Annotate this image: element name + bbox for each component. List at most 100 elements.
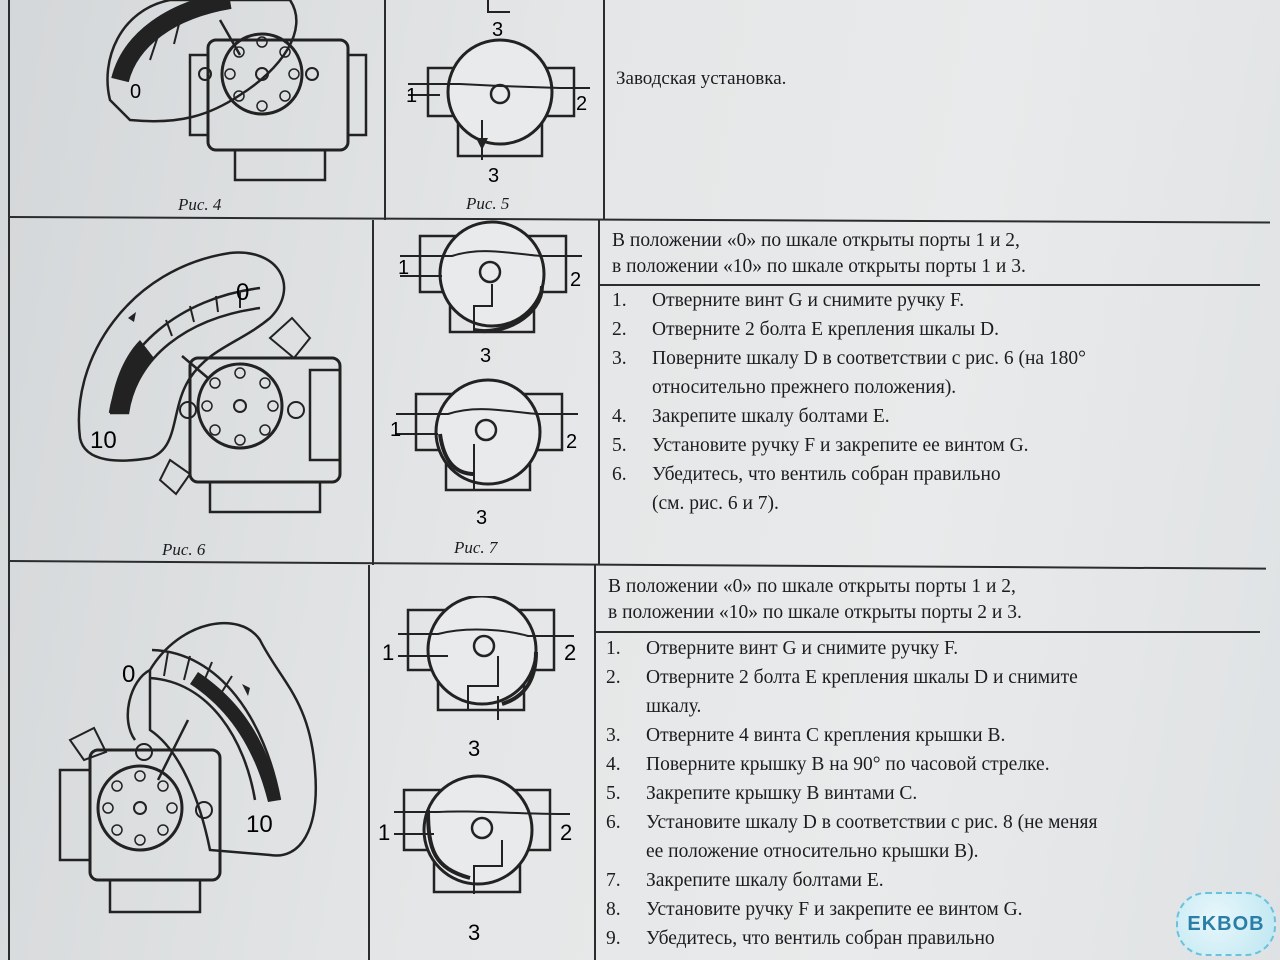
- figure-6-scale-dial: 0 10: [70, 248, 370, 538]
- step-item: 4. Закрепите шкалу болтами E.: [606, 402, 1086, 431]
- step-text: шкалу.: [646, 696, 702, 717]
- step-item: 9. Убедитесь, что вентиль собран правильн…: [600, 924, 1097, 953]
- svg-text:3: 3: [468, 920, 480, 945]
- step-text: ее положение относительно крышки B).: [646, 841, 979, 862]
- section2-header-line1: В положении «0» по шкале открыты порты 1…: [612, 230, 1020, 251]
- step-item: 4. Поверните крышку B на 90° по часовой с…: [600, 750, 1097, 779]
- step-item: 5.Закрепите крышку B винтами C.: [600, 779, 1097, 808]
- step-text: Убедитесь, что вентиль собран правильно: [646, 928, 995, 949]
- step-item: 6. Убедитесь, что вентиль собран правильн…: [606, 460, 1086, 489]
- step-text: Закрепите крышку B винтами C.: [646, 783, 918, 804]
- step-text: Установите ручку F и закрепите ее винтом…: [646, 899, 1023, 920]
- step-item: относительно прежнего положения).: [606, 373, 1086, 402]
- step-number: 4.: [612, 406, 627, 427]
- step-item: 2. Отверните 2 болта E крепления шкалы D.: [606, 315, 1086, 344]
- figure-8-port-diagram-bottom: 1 2 3: [374, 770, 584, 950]
- section3-header-line2: в положении «10» по шкале открыты порты …: [608, 602, 1022, 623]
- step-item: 6.Установите шкалу D в соответствии с ри…: [600, 808, 1097, 837]
- step-number: 4.: [606, 754, 621, 775]
- step-item: 7. Закрепите шкалу болтами E.: [600, 866, 1097, 895]
- figure-8-scale-dial: 0 10: [40, 600, 360, 940]
- figure-7-port-diagram-top: 1 2 3: [392, 216, 592, 376]
- step-text: Закрепите шкалу болтами E.: [646, 870, 884, 891]
- figure-4-scale-dial: 0: [90, 0, 370, 190]
- figure-7-port-diagram-bottom: 1 2 3: [388, 374, 588, 534]
- svg-text:2: 2: [576, 93, 587, 115]
- svg-text:1: 1: [390, 419, 401, 441]
- step-number: 9.: [606, 928, 621, 949]
- svg-text:2: 2: [570, 269, 581, 291]
- watermark-logo: EKBOB: [1176, 892, 1276, 956]
- section2-header: В положении «0» по шкале открыты порты 1…: [612, 228, 1026, 280]
- figure-7-caption: Рис. 7: [454, 538, 498, 557]
- step-number: 1.: [606, 638, 621, 659]
- column-divider-left: [8, 0, 10, 960]
- factory-setting-note: Заводская установка.: [616, 68, 787, 89]
- step-item: 1. Отверните винт G и снимите ручку F.: [600, 634, 1097, 663]
- svg-text:3: 3: [492, 19, 503, 41]
- column-divider-right: [603, 0, 605, 220]
- step-item: 2. Отверните 2 болта E крепления шкалы D …: [600, 663, 1097, 692]
- step-text: Установите ручку F и закрепите ее винтом…: [652, 435, 1029, 456]
- step-number: 3.: [606, 725, 621, 746]
- step-item: 5. Установите ручку F и закрепите ее винт…: [606, 431, 1086, 460]
- step-item: 3. Отверните 4 винта C крепления крышки B…: [600, 721, 1097, 750]
- scale-zero-label: 0: [130, 81, 141, 103]
- svg-text:2: 2: [566, 431, 577, 453]
- scale-ten-label: 10: [246, 811, 273, 838]
- svg-text:3: 3: [468, 736, 480, 761]
- header-divider: [600, 284, 1260, 286]
- svg-text:1: 1: [406, 85, 417, 107]
- row-divider: [7, 216, 1270, 224]
- scale-zero-label: 0: [236, 279, 249, 306]
- step-text: Отверните 2 болта E крепления шкалы D.: [652, 319, 999, 340]
- figure-5-port-diagram: 3 1 2 3: [400, 0, 600, 190]
- step-text: Поверните крышку B на 90° по часовой стр…: [646, 754, 1050, 775]
- svg-text:2: 2: [560, 820, 572, 845]
- scale-ten-label: 10: [90, 427, 117, 454]
- step-number: 6.: [606, 812, 621, 833]
- step-item: ее положение относительно крышки B).: [600, 837, 1097, 866]
- step-item: шкалу.: [600, 692, 1097, 721]
- step-number: 5.: [612, 435, 627, 456]
- step-item: 3. Поверните шкалу D в соответствии с рис…: [606, 344, 1086, 373]
- step-number: 3.: [612, 348, 627, 369]
- section3-header-line1: В положении «0» по шкале открыты порты 1…: [608, 576, 1016, 597]
- step-text: Отверните 2 болта E крепления шкалы D и …: [646, 667, 1078, 688]
- step-number: 2.: [606, 667, 621, 688]
- step-text: Отверните 4 винта C крепления крышки B.: [646, 725, 1006, 746]
- step-text: Поверните шкалу D в соответствии с рис. …: [652, 348, 1086, 369]
- step-text: Отверните винт G и снимите ручку F.: [652, 290, 965, 311]
- column-divider-right: [594, 565, 596, 960]
- step-number: 6.: [612, 464, 627, 485]
- figure-4-caption: Рис. 4: [178, 195, 222, 214]
- section3-steps: 1. Отверните винт G и снимите ручку F. 2. О…: [600, 634, 1097, 953]
- column-divider-right: [598, 220, 600, 565]
- svg-text:2: 2: [564, 640, 576, 665]
- scale-zero-label: 0: [122, 661, 135, 688]
- column-divider-mid: [368, 565, 370, 960]
- section2-steps: 1. Отверните винт G и снимите ручку F. 2. О…: [606, 286, 1086, 518]
- step-number: 1.: [612, 290, 627, 311]
- step-number: 2.: [612, 319, 627, 340]
- column-divider-mid: [384, 0, 386, 220]
- step-item: (см. рис. 6 и 7).: [606, 489, 1086, 518]
- header-divider: [596, 631, 1260, 633]
- column-divider-mid: [372, 220, 374, 565]
- section3-header: В положении «0» по шкале открыты порты 1…: [608, 574, 1022, 626]
- figure-8-port-diagram-top: 1 2 3: [378, 596, 588, 766]
- section2-header-line2: в положении «10» по шкале открыты порты …: [612, 256, 1026, 277]
- step-number: 8.: [606, 899, 621, 920]
- svg-text:1: 1: [378, 820, 390, 845]
- step-number: 7.: [606, 870, 621, 891]
- step-item: 1. Отверните винт G и снимите ручку F.: [606, 286, 1086, 315]
- svg-text:3: 3: [480, 345, 491, 367]
- svg-text:3: 3: [488, 165, 499, 187]
- step-text: Отверните винт G и снимите ручку F.: [646, 638, 959, 659]
- svg-text:1: 1: [398, 257, 409, 279]
- step-text: Убедитесь, что вентиль собран правильно: [652, 464, 1001, 485]
- step-text: относительно прежнего положения).: [652, 377, 957, 398]
- figure-6-caption: Рис. 6: [162, 540, 206, 559]
- step-text: Закрепите шкалу болтами E.: [652, 406, 890, 427]
